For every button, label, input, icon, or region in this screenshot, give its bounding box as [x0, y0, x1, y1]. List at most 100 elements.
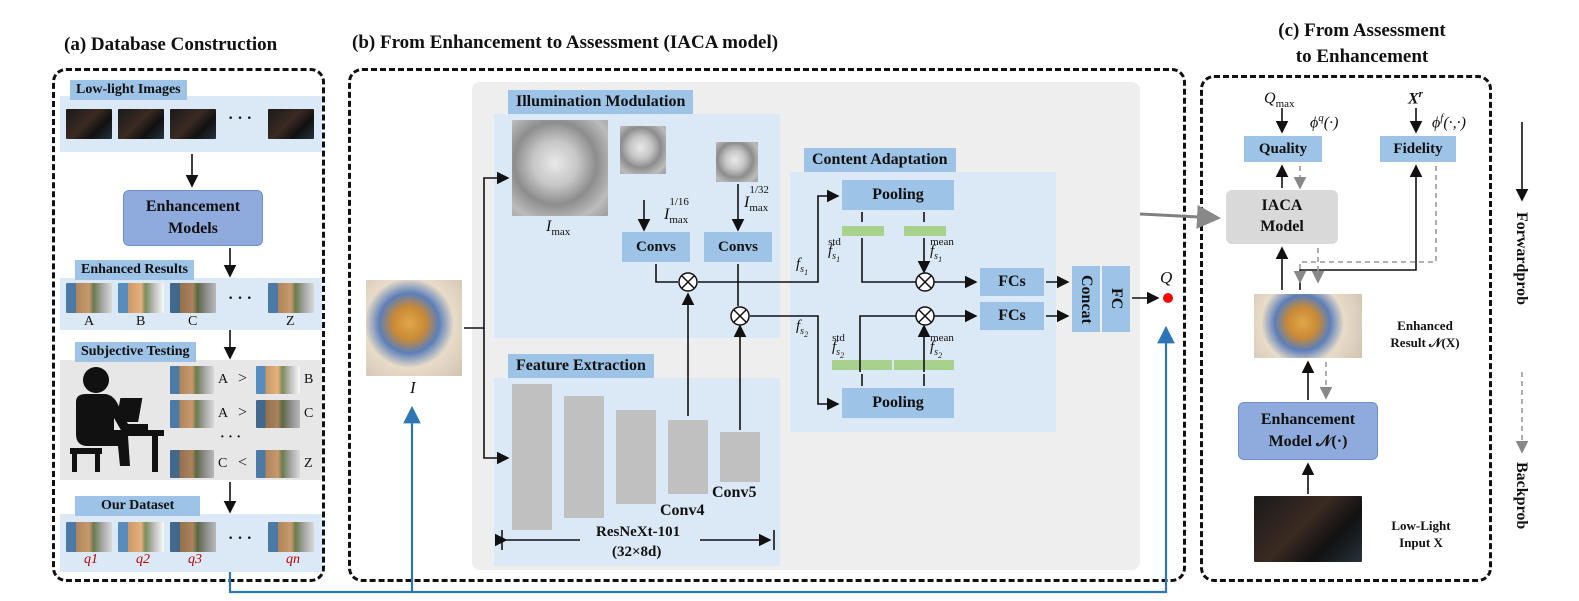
low-light-label: Low-light Images	[70, 80, 187, 100]
resnext-block-2	[564, 396, 604, 518]
fs1-label: fs1	[796, 256, 809, 277]
dataset-thumb-2	[118, 522, 164, 552]
result-label-z: Z	[286, 314, 295, 329]
section-c-title-1: (c) From Assessment	[1278, 20, 1446, 41]
section-a-title: (a) Database Construction	[64, 34, 278, 55]
compare-3-op: <	[238, 454, 248, 471]
convs-box-1: Convs	[622, 232, 690, 262]
compare-thumb-3l	[170, 450, 214, 478]
enhancement-models-box: Enhancement Models	[123, 190, 263, 246]
section-b-frame	[348, 68, 1186, 582]
result-label-b: B	[136, 314, 146, 329]
compare-thumb-3r	[256, 450, 300, 478]
low-light-input-image	[1254, 496, 1362, 562]
concat-box: Concat	[1072, 266, 1100, 332]
input-label: I	[410, 378, 416, 397]
dataset-label: Our Dataset	[75, 496, 201, 516]
enhanced-results-label: Enhanced Results	[75, 260, 194, 280]
section-b-title: (b) From Enhancement to Assessment (IACA…	[352, 32, 779, 53]
enhanced-thumb-c	[170, 283, 216, 313]
enhanced-ellipsis: · · ·	[228, 290, 253, 307]
backbone-label: ResNeXt-101	[596, 524, 681, 540]
resnext-block-3	[616, 410, 656, 504]
low-light-thumb-1	[66, 109, 112, 139]
fs1-std-label: fs1std	[828, 236, 841, 264]
conv4-label: Conv4	[660, 502, 705, 519]
mean-feature-1	[904, 226, 946, 236]
imax-16-image	[620, 126, 666, 174]
low-light-input-label: Low-Light Input X	[1391, 518, 1451, 550]
fc-box: FC	[1102, 266, 1130, 332]
subjective-label: Subjective Testing	[75, 342, 196, 362]
pooling-box-1: Pooling	[842, 180, 954, 210]
compare-3-left: C	[218, 456, 228, 471]
quality-label-1: q1	[84, 552, 98, 567]
low-light-thumb-3	[170, 109, 216, 139]
dataset-thumb-1	[66, 522, 112, 552]
enhanced-thumb-a	[66, 283, 112, 313]
section-c-frame	[1200, 75, 1492, 582]
imax-image	[512, 120, 608, 216]
pooling-box-2: Pooling	[842, 388, 954, 418]
enhancement-model-box: Enhancement Model 𝒩(·)	[1238, 402, 1378, 460]
dataset-thumb-3	[170, 522, 216, 552]
resnext-block-4	[668, 420, 708, 494]
enhanced-result-label: Enhanced Result 𝒩(X)	[1390, 318, 1460, 350]
fs2-label: fs2	[796, 318, 809, 339]
compare-vdots: · · ·	[220, 430, 242, 445]
compare-1-left: A	[218, 372, 229, 387]
content-adaptation-label: Content Adaptation	[804, 148, 956, 172]
dataset-ellipsis: · · ·	[228, 530, 253, 547]
enhanced-result-image	[1254, 294, 1362, 358]
compare-thumb-2r	[256, 400, 300, 428]
phi-f-label: ϕf(·,·)	[1432, 112, 1466, 132]
low-light-thumb-2	[118, 109, 164, 139]
result-label-c: C	[188, 314, 198, 329]
xr-label: Xr	[1408, 88, 1423, 108]
illumination-label: Illumination Modulation	[508, 90, 694, 114]
quality-label-n: qn	[286, 552, 300, 567]
compare-thumb-2l	[170, 400, 214, 428]
compare-thumb-1l	[170, 366, 214, 394]
enhanced-thumb-z	[268, 283, 314, 313]
resnext-block-5	[720, 432, 760, 482]
compare-2-left: A	[218, 406, 229, 421]
compare-1-right: B	[304, 372, 314, 387]
section-a-frame	[52, 68, 325, 582]
imax-32-image	[716, 142, 758, 182]
fs2-mean-label: fs2mean	[930, 332, 954, 360]
feature-extraction-label: Feature Extraction	[508, 354, 654, 378]
compare-3-right: Z	[304, 456, 313, 471]
compare-2-op: >	[238, 404, 248, 421]
quality-label-2: q2	[136, 552, 150, 567]
phi-q-label: ϕq(·)	[1310, 112, 1339, 132]
std-feature-1	[842, 226, 884, 236]
quality-box: Quality	[1244, 136, 1322, 162]
compare-2-right: C	[304, 406, 314, 421]
fcs-box-2: FCs	[980, 302, 1044, 330]
fcs-box-1: FCs	[980, 268, 1044, 296]
dataset-thumb-n	[268, 522, 314, 552]
compare-thumb-1r	[256, 366, 300, 394]
fidelity-box: Fidelity	[1380, 136, 1456, 162]
result-label-a: A	[84, 314, 95, 329]
section-c-title-2: to Enhancement	[1295, 46, 1429, 67]
input-image	[366, 280, 462, 376]
compare-1-op: >	[238, 370, 248, 387]
enhanced-thumb-b	[118, 283, 164, 313]
resnext-block-1	[512, 384, 552, 530]
q-output-dot	[1163, 293, 1173, 303]
fs2-std-label: fs2std	[832, 332, 845, 360]
convs-box-2: Convs	[704, 232, 772, 262]
low-light-thumb-4	[268, 109, 314, 139]
person-at-computer-icon	[70, 367, 164, 472]
backbone-sub-label: (32×8d)	[612, 544, 662, 560]
forwardprob-label: Forwardprob	[1513, 212, 1530, 306]
quality-label-3: q3	[188, 552, 202, 567]
imax-label: Imax	[546, 218, 571, 239]
conv5-label: Conv5	[712, 484, 757, 501]
low-light-ellipsis: · · ·	[228, 110, 253, 127]
